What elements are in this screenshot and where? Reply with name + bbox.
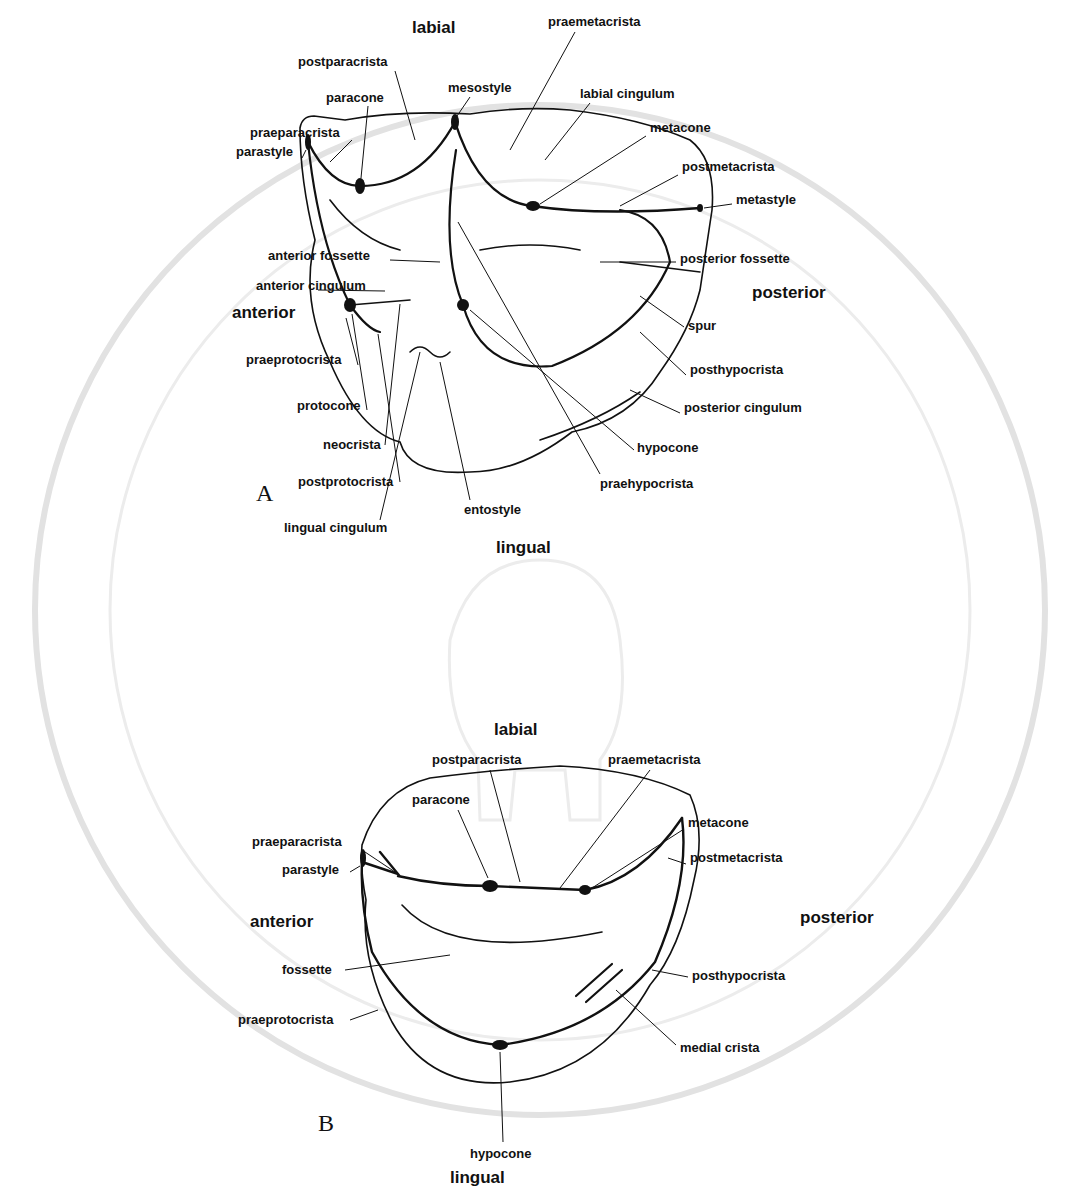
part-label: protocone: [297, 398, 361, 413]
part-label: parastyle: [236, 144, 293, 159]
part-label: posterior fossette: [680, 251, 790, 266]
direction-label: labial: [412, 18, 455, 37]
part-label: posthypocrista: [692, 968, 785, 983]
part-label: anterior fossette: [268, 248, 370, 263]
part-label: medial crista: [680, 1040, 760, 1055]
part-label: praeparacrista: [252, 834, 342, 849]
direction-label: anterior: [250, 912, 313, 931]
part-label: metacone: [650, 120, 711, 135]
part-label: praeprotocrista: [246, 352, 341, 367]
part-label: lingual cingulum: [284, 520, 387, 535]
direction-label: lingual: [496, 538, 551, 557]
part-label: postprotocrista: [298, 474, 393, 489]
part-label: postparacrista: [432, 752, 522, 767]
part-label: neocrista: [323, 437, 381, 452]
part-label: spur: [688, 318, 716, 333]
figure-letter: B: [318, 1110, 334, 1136]
part-label: posterior cingulum: [684, 400, 802, 415]
direction-label: posterior: [752, 283, 826, 302]
part-label: postparacrista: [298, 54, 388, 69]
part-label: metastyle: [736, 192, 796, 207]
part-label: paracone: [326, 90, 384, 105]
direction-label: lingual: [450, 1168, 505, 1187]
part-label: praeprotocrista: [238, 1012, 333, 1027]
part-label: anterior cingulum: [256, 278, 366, 293]
part-label: praeparacrista: [250, 125, 340, 140]
part-label: hypocone: [470, 1146, 531, 1161]
figure-letter: A: [256, 480, 273, 506]
part-label: hypocone: [637, 440, 698, 455]
direction-label: anterior: [232, 303, 295, 322]
part-label: paracone: [412, 792, 470, 807]
part-label: praemetacrista: [548, 14, 641, 29]
direction-label: posterior: [800, 908, 874, 927]
part-label: parastyle: [282, 862, 339, 877]
direction-label: labial: [494, 720, 537, 739]
part-label: entostyle: [464, 502, 521, 517]
part-label: postmetacrista: [682, 159, 774, 174]
part-label: fossette: [282, 962, 332, 977]
part-label: metacone: [688, 815, 749, 830]
part-label: praehypocrista: [600, 476, 693, 491]
part-label: praemetacrista: [608, 752, 701, 767]
part-label: postmetacrista: [690, 850, 782, 865]
part-label: posthypocrista: [690, 362, 783, 377]
part-label: labial cingulum: [580, 86, 675, 101]
part-label: mesostyle: [448, 80, 512, 95]
